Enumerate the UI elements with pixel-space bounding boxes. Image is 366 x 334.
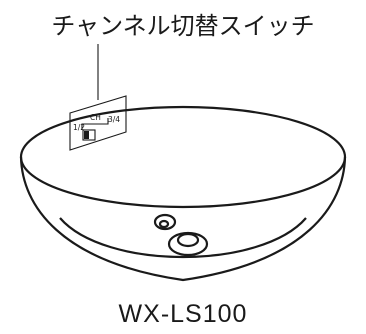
dome-outline (19, 156, 347, 282)
lower-face-edge (59, 217, 307, 259)
device-body (19, 105, 347, 282)
main-lens-ring (167, 231, 209, 257)
switch-right-label: 3/4 (108, 115, 120, 124)
switch-ch-label: CH (90, 113, 101, 122)
switch-plate (69, 95, 127, 151)
small-sensor-core (158, 219, 170, 229)
slide-switch-knob (84, 131, 89, 139)
switch-bracket (81, 118, 109, 130)
model-name: WX-LS100 (119, 300, 248, 328)
slide-switch[interactable] (82, 129, 96, 141)
main-lens-core (176, 232, 200, 248)
small-sensor-ring (153, 213, 177, 231)
switch-left-label: 1/2 (73, 123, 85, 132)
callout-label: チャンネル切替スイッチ (51, 12, 314, 40)
channel-switch-panel: CH 1/2 3/4 (69, 95, 127, 151)
center-sensor (153, 213, 209, 257)
